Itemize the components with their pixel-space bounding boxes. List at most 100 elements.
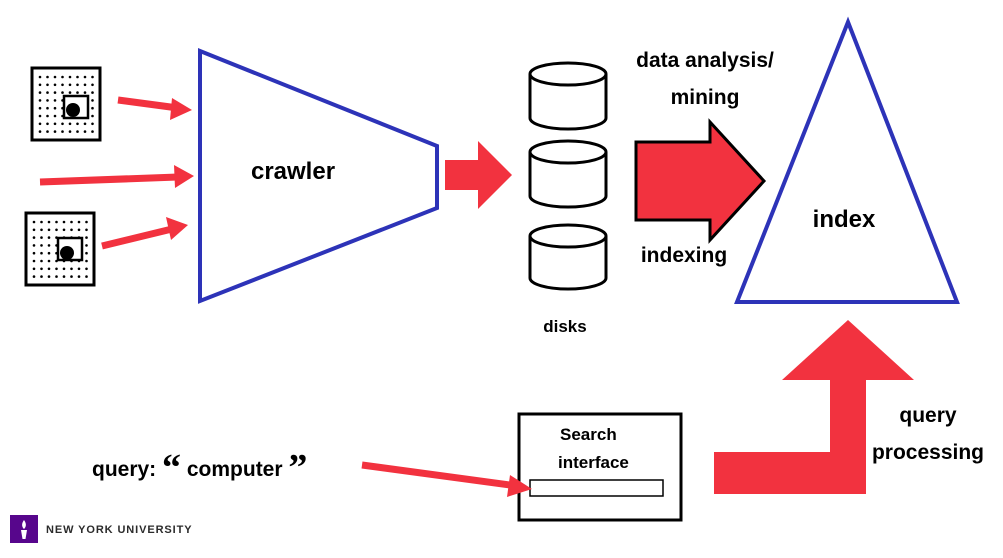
page-dot [91,122,94,126]
page-dot [55,228,58,232]
page-dot [38,122,42,126]
page-dot [38,130,42,133]
crawler-shape [198,48,439,304]
page-dot [53,122,57,126]
page-dot [32,267,36,271]
index-label: index [813,206,876,233]
page-dot [61,75,64,79]
page-dot [53,130,57,133]
page-dot [53,75,57,79]
data-analysis-label-line2: mining [671,86,740,109]
page-dot [46,91,49,94]
page-dot [62,267,66,271]
page-dot [68,75,72,79]
query-arrow [361,461,532,497]
page-dot [53,106,57,110]
page-dot [46,83,49,87]
page-dot [55,220,58,224]
page-dot [40,220,43,224]
query-processing-label-line1: query [899,404,957,427]
query-close-quote: ” [288,447,307,489]
page-dot [68,122,72,126]
page-dot [61,122,64,126]
nyu-logo: NEW YORK UNIVERSITY [10,515,192,543]
page-dot [70,220,73,224]
page-dot [83,130,87,133]
page-dot [68,83,72,87]
indexing-arrow [634,118,767,244]
page-dot [53,99,57,102]
page-dot [62,228,66,232]
page-dot [38,91,42,94]
data-analysis-label-line1: data analysis/ [636,49,774,72]
page-dot [32,220,36,224]
page-dot [85,275,88,278]
page-dot [32,259,36,263]
query-open-quote: “ [162,447,181,489]
page-dot [70,275,73,278]
page-dot [47,244,51,247]
page-dot [32,251,36,255]
search-interface-label-line1: Search [560,425,617,444]
page-dot [38,106,42,110]
page-dot [77,228,81,232]
page-dot [70,228,73,232]
page-dot [46,130,49,133]
page-dot [77,267,81,271]
page-dot [76,122,79,126]
page-dot [46,114,49,118]
page-dot [83,122,87,126]
page-dot [61,130,64,133]
query-term: computer [187,458,283,481]
web-page-icon-top [30,66,102,142]
page-dot [46,106,49,110]
input-arrow-middle [39,165,194,188]
page-dot [53,83,57,87]
page-dot [32,228,36,232]
input-arrow-bottom [101,217,188,250]
page-dot [47,267,51,271]
page-dot [38,83,42,87]
page-dot [91,83,94,87]
page-dot [47,220,51,224]
page-dot [85,267,88,271]
page-dot [55,275,58,278]
page-dot [76,130,79,133]
page-dot [77,220,81,224]
page-dot [47,251,51,255]
page-dot [55,267,58,271]
page-dot [38,75,42,79]
disk-cylinder-icon-2 [528,139,608,209]
page-dot [47,275,51,278]
page-dot [85,236,88,239]
page-dot [53,91,57,94]
page-dot [53,114,57,118]
page-dot [76,83,79,87]
page-dot [70,267,73,271]
page-dot [32,244,36,247]
query-prefix: query: [92,458,162,481]
disk-cylinder-icon-3 [528,223,608,291]
query-text: query: “ computer ” [92,447,307,489]
disk-cylinder-icon-1 [528,61,608,131]
page-dot [40,267,43,271]
page-dot [85,244,88,247]
page-dot [85,228,88,232]
page-dot [40,236,43,239]
search-input[interactable] [529,479,664,497]
page-dot [91,114,94,118]
page-dot [38,114,42,118]
page-dot [77,275,81,278]
page-dot [38,99,42,102]
crawler-to-disks-arrow [445,141,512,209]
page-dot [61,91,64,94]
page-dot [40,244,43,247]
page-dot [91,75,94,79]
page-dot [40,228,43,232]
input-arrow-top [117,96,192,120]
page-dot [68,91,72,94]
page-dot [91,99,94,102]
indexing-label: indexing [641,244,727,267]
page-dot [83,75,87,79]
